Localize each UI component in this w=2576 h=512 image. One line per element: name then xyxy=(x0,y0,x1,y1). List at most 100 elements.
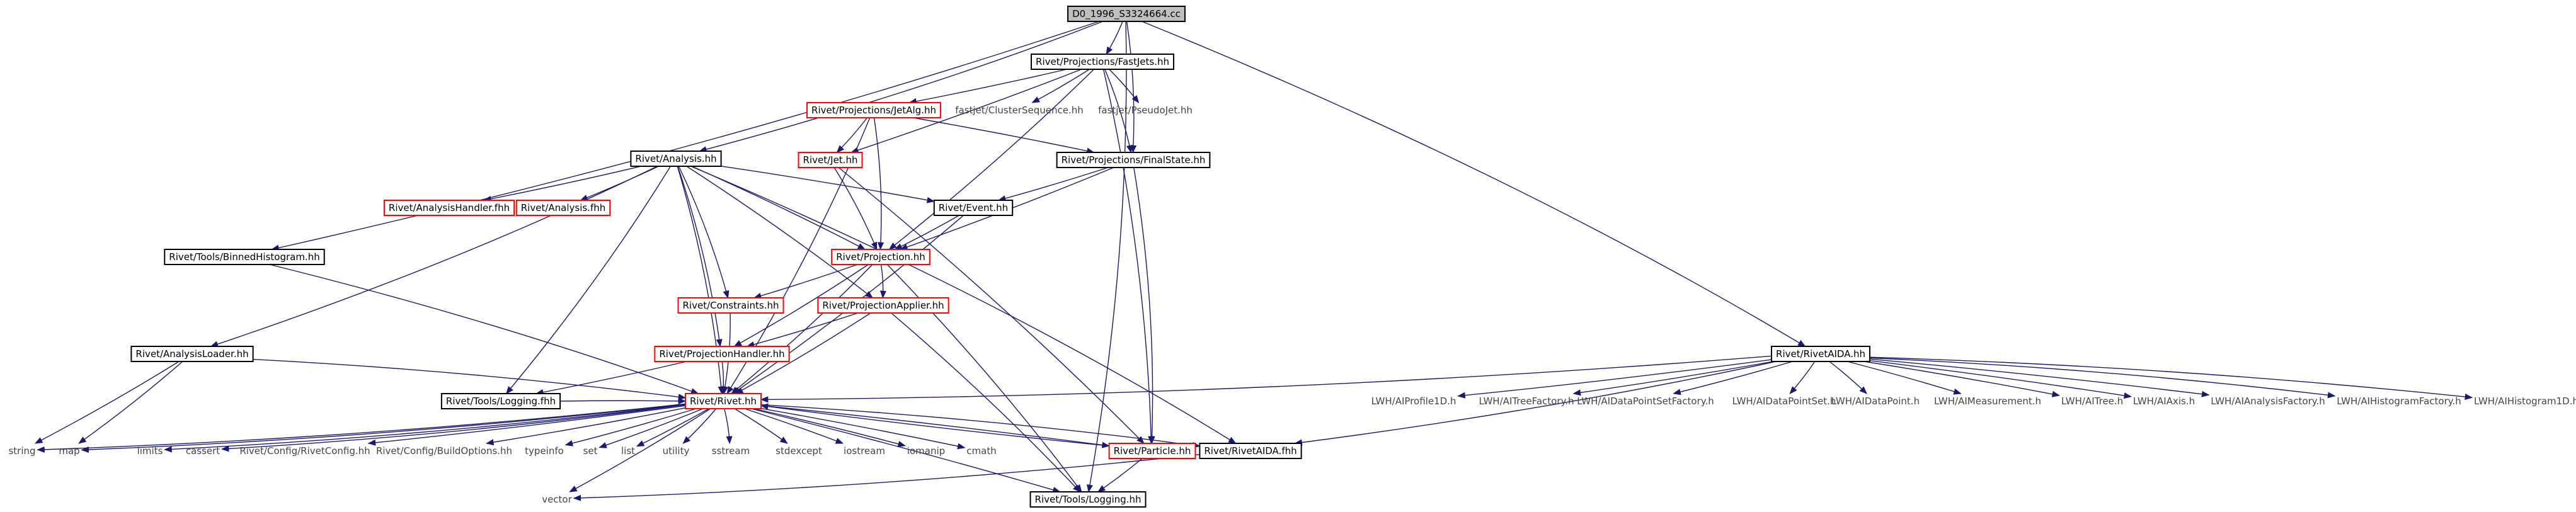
node-box xyxy=(630,151,722,167)
node-typeinfo: typeinfo xyxy=(525,445,564,457)
edge-line xyxy=(1142,21,1806,347)
node-sstream: sstream xyxy=(712,445,750,457)
node-label: map xyxy=(59,445,79,457)
edge-analysis-to-projection xyxy=(691,166,866,250)
node-particle[interactable]: Rivet/Particle.hh xyxy=(1108,443,1196,459)
edge-rivet-to-set xyxy=(598,408,704,448)
edge-line xyxy=(760,407,966,450)
edge-line xyxy=(1104,69,1133,154)
node-cmath: cmath xyxy=(966,445,996,457)
node-root[interactable]: D0_1996_S3324664.cc xyxy=(1067,6,1186,22)
edge-jetalg-to-projection xyxy=(873,117,884,251)
node-box xyxy=(806,102,941,118)
node-analysisf[interactable]: Rivet/Analysis.fhh xyxy=(515,200,611,216)
node-label: Rivet/Projections/JetAlg.hh xyxy=(811,105,936,116)
edge-line xyxy=(691,166,866,250)
node-clusterseq: fastjet/ClusterSequence.hh xyxy=(955,105,1084,116)
edge-rivet-to-buildopts xyxy=(486,407,686,446)
edge-line xyxy=(1789,361,1816,394)
file-nodes: D0_1996_S3324664.ccRivet/Projections/Fas… xyxy=(8,6,2576,508)
edge-jetalg-to-jet xyxy=(836,117,868,153)
node-loggingf[interactable]: Rivet/Tools/Logging.fhh xyxy=(440,393,561,409)
edge-projection-to-rivet xyxy=(731,264,873,394)
node-string: string xyxy=(8,445,35,457)
edge-line xyxy=(535,361,687,395)
node-label: list xyxy=(621,445,635,457)
node-iomanip: iomanip xyxy=(907,445,945,457)
edge-particle-to-logging xyxy=(1097,458,1143,492)
node-analysis[interactable]: Rivet/Analysis.hh xyxy=(630,151,722,167)
node-aloader[interactable]: Rivet/AnalysisLoader.hh xyxy=(130,346,254,362)
edge-root-to-fastjets xyxy=(1106,21,1123,55)
edge-fastjets-to-clusterseq xyxy=(1031,69,1090,103)
edge-line xyxy=(78,361,183,444)
edge-line xyxy=(1097,458,1143,492)
node-box xyxy=(798,152,863,168)
edge-line xyxy=(753,264,858,299)
node-projection[interactable]: Rivet/Projection.hh xyxy=(831,249,930,265)
node-box xyxy=(1771,346,1870,362)
node-logging[interactable]: Rivet/Tools/Logging.hh xyxy=(1029,491,1147,508)
node-label: cassert xyxy=(186,445,220,457)
edge-projhandler-to-rivet xyxy=(720,361,727,395)
edge-root-to-binnedhisto xyxy=(271,21,1099,251)
edge-aloader-to-rivet xyxy=(253,358,687,401)
node-iostream: iostream xyxy=(844,445,885,457)
node-label: fastjet/ClusterSequence.hh xyxy=(955,105,1084,116)
node-label: Rivet/Tools/Logging.fhh xyxy=(446,395,556,407)
edge-finalstate-to-particle xyxy=(1133,167,1155,445)
node-fastjets[interactable]: Rivet/Projections/FastJets.hh xyxy=(1031,54,1174,70)
node-label: Rivet/Tools/Logging.hh xyxy=(1035,494,1142,505)
edge-rivet-to-cmath xyxy=(760,407,966,450)
node-map: map xyxy=(59,445,79,457)
node-constraints[interactable]: Rivet/Constraints.hh xyxy=(677,297,784,314)
edge-rivetaidaf-to-vector xyxy=(573,453,1200,501)
node-box xyxy=(685,393,762,409)
edge-line xyxy=(1829,361,1867,394)
node-label: utility xyxy=(663,445,690,457)
node-event[interactable]: Rivet/Event.hh xyxy=(933,200,1014,216)
node-label: LWH/AITreeFactory.h xyxy=(1479,395,1574,407)
edge-line xyxy=(760,355,1772,403)
node-vector: vector xyxy=(542,494,572,505)
node-label: Rivet/AnalysisHandler.fhh xyxy=(389,202,510,213)
edge-line xyxy=(1109,69,1140,103)
node-finalstate[interactable]: Rivet/Projections/FinalState.hh xyxy=(1056,152,1211,168)
node-jet[interactable]: Rivet/Jet.hh xyxy=(798,152,863,168)
edge-line xyxy=(894,215,959,250)
edge-rivet-to-vector xyxy=(569,408,711,492)
node-projapplier[interactable]: Rivet/ProjectionApplier.hh xyxy=(817,297,949,314)
node-box xyxy=(1108,443,1196,459)
node-label: Rivet/Particle.hh xyxy=(1114,445,1191,457)
node-rivetaida[interactable]: Rivet/RivetAIDA.hh xyxy=(1771,346,1870,362)
node-binnedhisto[interactable]: Rivet/Tools/BinnedHistogram.hh xyxy=(164,249,325,265)
node-rivetaidaf[interactable]: Rivet/RivetAIDA.fhh xyxy=(1199,443,1302,459)
node-ahandlerf[interactable]: Rivet/AnalysisHandler.fhh xyxy=(383,200,515,216)
edge-line xyxy=(678,166,730,299)
edge-line xyxy=(720,361,727,395)
edge-line xyxy=(686,166,874,299)
edge-rivet-to-stdexcept xyxy=(734,408,788,444)
edge-line xyxy=(913,117,1095,154)
node-box xyxy=(130,346,254,362)
edge-particle-to-rivet xyxy=(760,403,1109,447)
edge-line xyxy=(753,408,907,447)
edge-rivet-to-sstream xyxy=(724,408,733,445)
node-rivet[interactable]: Rivet/Rivet.hh xyxy=(685,393,762,409)
node-set: set xyxy=(583,445,598,457)
edge-rivetaida-to-aiaxis xyxy=(1869,360,2132,399)
node-box xyxy=(817,297,949,314)
edge-analysis-to-event xyxy=(721,166,936,203)
edge-line xyxy=(677,166,724,395)
node-label: string xyxy=(8,445,35,457)
edge-line xyxy=(1106,21,1123,55)
node-stdexcept: stdexcept xyxy=(776,445,822,457)
node-projhandler[interactable]: Rivet/ProjectionHandler.hh xyxy=(654,346,790,362)
node-jetalg[interactable]: Rivet/Projections/JetAlg.hh xyxy=(806,102,941,118)
edge-line xyxy=(731,264,873,394)
node-aiaxis: LWH/AIAxis.h xyxy=(2133,395,2195,407)
edge-jet-to-particle xyxy=(838,167,1145,444)
node-rivetconfig: Rivet/Config/RivetConfig.hh xyxy=(239,445,370,457)
edge-line xyxy=(1126,21,1137,154)
node-label: LWH/AIDataPointSet.h xyxy=(1732,395,1836,407)
